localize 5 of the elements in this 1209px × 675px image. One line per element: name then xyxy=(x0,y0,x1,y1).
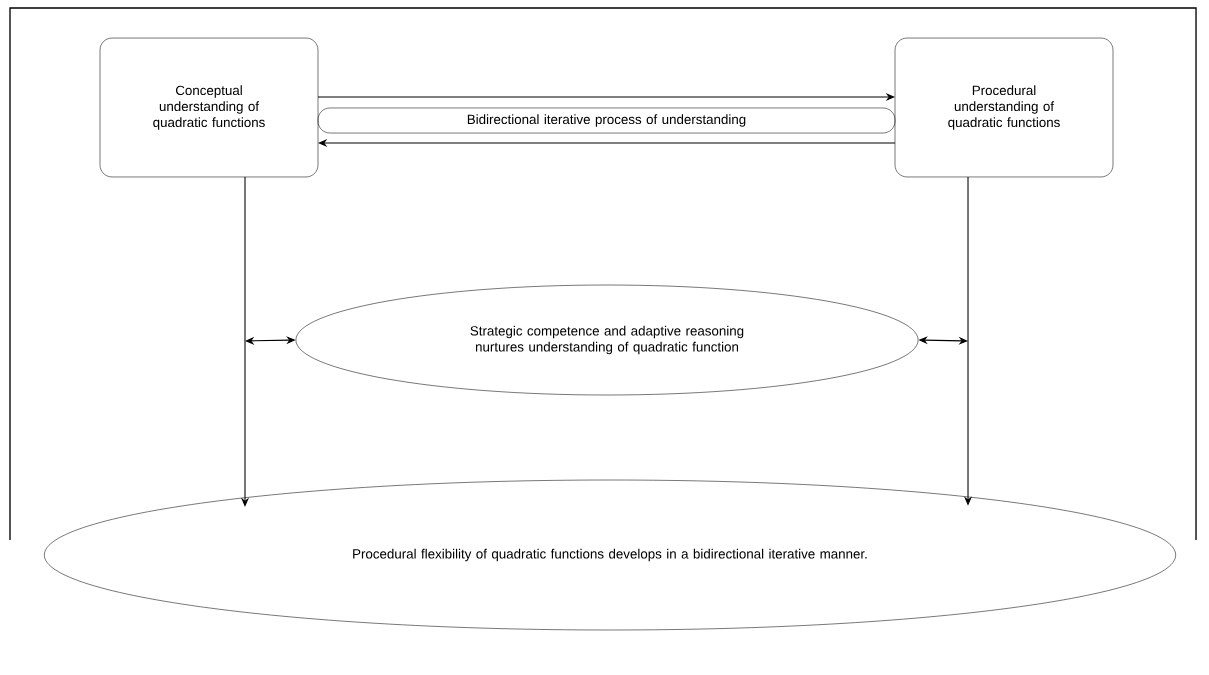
concept-box: Conceptual understanding of quadratic functions xyxy=(99,37,319,178)
concept-box: Procedural understanding of quadratic functions xyxy=(894,37,1114,178)
process-box: Bidirectional iterative process of understanding xyxy=(317,107,896,134)
oval-node: Strategic competence and adaptive reasoning nurtures understanding of quadratic function xyxy=(295,284,919,396)
oval-node: Procedural flexibility of quadratic functions develops in a bidirectional iterative manner. xyxy=(44,479,1176,631)
